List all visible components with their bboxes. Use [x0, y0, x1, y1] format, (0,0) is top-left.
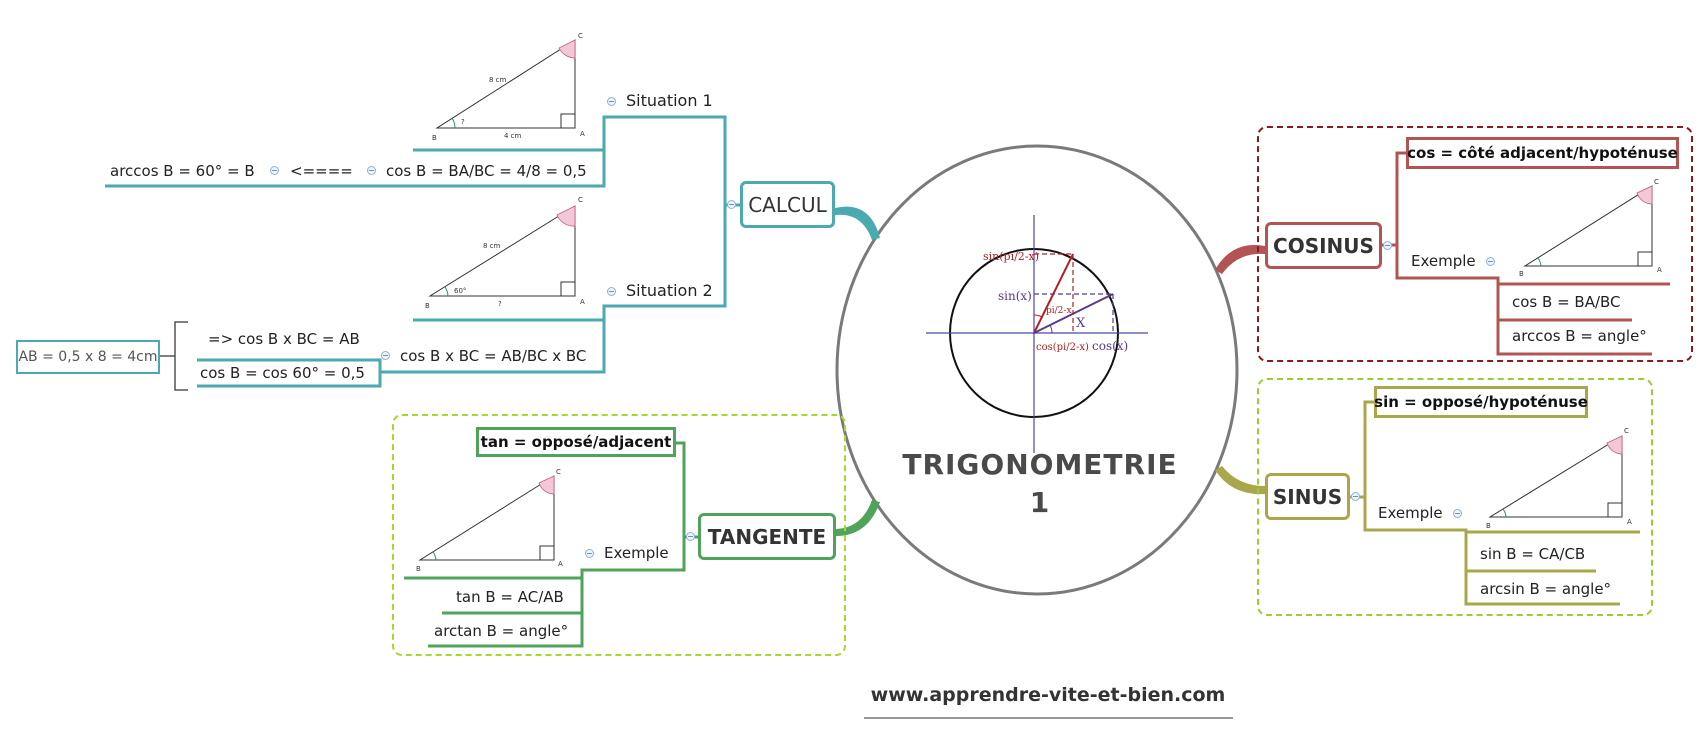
svg-text:60°: 60° — [454, 287, 466, 295]
svg-text:8 cm: 8 cm — [489, 76, 507, 84]
situation-1-arccos-label[interactable]: arccos B = 60° = B — [110, 162, 255, 180]
cosinus-definition[interactable]: cos = côté adjacent/hypoténuse — [1406, 137, 1679, 169]
cosinus-example-label[interactable]: Exemple — [1411, 252, 1476, 270]
cosinus-inverse[interactable]: arccos B = angle° — [1512, 327, 1647, 345]
svg-text:C: C — [1654, 178, 1659, 186]
svg-text:A: A — [1627, 518, 1632, 526]
situation-1-label[interactable]: Situation 1 — [626, 91, 713, 110]
pi2-x-label: pi/2-x — [1046, 306, 1072, 316]
triangle-situation-2: 8 cm ? 60° B A C — [420, 196, 585, 310]
footer-url[interactable]: www.apprendre-vite-et-bien.com — [870, 684, 1226, 706]
cosinus-collapse-icon[interactable] — [1383, 241, 1392, 250]
central-title-line2: 1 — [1029, 486, 1051, 519]
svg-text:B: B — [416, 565, 421, 573]
svg-text:4 cm: 4 cm — [504, 132, 522, 140]
situation-2-result-2[interactable]: cos B = cos 60° = 0,5 — [200, 364, 365, 382]
svg-text:B: B — [432, 134, 437, 142]
cosinus-formula[interactable]: cos B = BA/BC — [1512, 293, 1621, 311]
triangle-tangente: B A C — [416, 468, 563, 573]
sin-pi2-x-label: sin(pi/2-x) — [983, 250, 1039, 263]
svg-text:C: C — [578, 196, 583, 204]
calcul-connector — [835, 206, 880, 240]
sinus-definition[interactable]: sin = opposé/hypoténuse — [1374, 386, 1588, 418]
sin-x-label: sin(x) — [998, 289, 1032, 303]
sinus-example-label[interactable]: Exemple — [1378, 504, 1443, 522]
svg-text:?: ? — [461, 118, 465, 126]
svg-text:C: C — [556, 468, 561, 476]
triangle-situation-1: 8 cm 4 cm ? B A C — [420, 32, 585, 142]
tangente-node[interactable]: TANGENTE — [698, 513, 836, 560]
triangle-sinus: B A C — [1486, 427, 1632, 530]
tangente-formula[interactable]: tan B = AC/AB — [456, 588, 564, 606]
svg-text:A: A — [580, 298, 585, 306]
situation-2-main-label[interactable]: cos B x BC = AB/BC x BC — [400, 347, 587, 365]
tangente-connector — [836, 500, 880, 536]
cosinus-group-frame — [1257, 126, 1693, 362]
sinus-formula[interactable]: sin B = CA/CB — [1480, 545, 1586, 563]
cosinus-example-collapse-icon[interactable] — [1486, 257, 1495, 266]
sinus-node[interactable]: SINUS — [1265, 473, 1350, 520]
sinus-group-frame — [1257, 378, 1653, 616]
cos-x-label: cos(x) — [1092, 339, 1128, 353]
tangente-inverse[interactable]: arctan B = angle° — [434, 622, 569, 640]
svg-text:8 cm: 8 cm — [483, 242, 501, 250]
sinus-example-collapse-icon[interactable] — [1453, 509, 1462, 518]
situation-2-collapse-icon[interactable] — [607, 287, 616, 296]
situation-1-arrow-collapse-icon[interactable] — [270, 166, 279, 175]
calcul-collapse-icon[interactable] — [727, 200, 736, 209]
svg-text:C: C — [578, 32, 583, 40]
tangente-group-frame — [392, 414, 846, 656]
situation-1-cos-collapse-icon[interactable] — [367, 166, 376, 175]
svg-text:B: B — [425, 302, 430, 310]
central-title: TRIGONOMETRIE 1 — [870, 446, 1210, 522]
situation-2-result-1[interactable]: => cos B x BC = AB — [208, 330, 360, 348]
unit-circle-figure: sin(pi/2-x) sin(x) pi/2-x X cos(pi/2-x) … — [926, 215, 1148, 453]
svg-text:B: B — [1519, 270, 1524, 278]
svg-text:A: A — [1657, 266, 1662, 274]
situation-2-label[interactable]: Situation 2 — [626, 281, 713, 300]
calcul-node[interactable]: CALCUL — [740, 181, 835, 228]
central-oval — [835, 144, 1239, 596]
svg-text:A: A — [558, 560, 563, 568]
situation-1-arrow-label[interactable]: <==== — [290, 162, 353, 180]
svg-text:C: C — [1624, 427, 1629, 435]
situation-1-collapse-icon[interactable] — [607, 97, 616, 106]
svg-text:?: ? — [498, 300, 502, 308]
tangente-collapse-icon[interactable] — [686, 532, 695, 541]
tangente-example-collapse-icon[interactable] — [585, 549, 594, 558]
central-title-line1: TRIGONOMETRIE — [902, 448, 1178, 481]
cosinus-node[interactable]: COSINUS — [1265, 222, 1382, 269]
sinus-collapse-icon[interactable] — [1351, 492, 1360, 501]
tangente-definition[interactable]: tan = opposé/adjacent — [476, 427, 676, 457]
situation-2-summary[interactable]: AB = 0,5 x 8 = 4cm — [16, 340, 160, 374]
situation-2-main-collapse-icon[interactable] — [381, 351, 390, 360]
cosinus-connector — [1215, 245, 1265, 274]
situation-1-cos-label[interactable]: cos B = BA/BC = 4/8 = 0,5 — [386, 162, 587, 180]
sinus-inverse[interactable]: arcsin B = angle° — [1480, 580, 1612, 598]
sinus-connector — [1215, 466, 1265, 495]
cos-pi2-x-label: cos(pi/2-x) — [1036, 342, 1089, 353]
triangle-cosinus: B A C — [1519, 178, 1662, 278]
tangente-example-label[interactable]: Exemple — [604, 544, 669, 562]
x-angle-label: X — [1076, 316, 1086, 331]
svg-text:A: A — [580, 130, 585, 138]
svg-text:B: B — [1486, 522, 1491, 530]
